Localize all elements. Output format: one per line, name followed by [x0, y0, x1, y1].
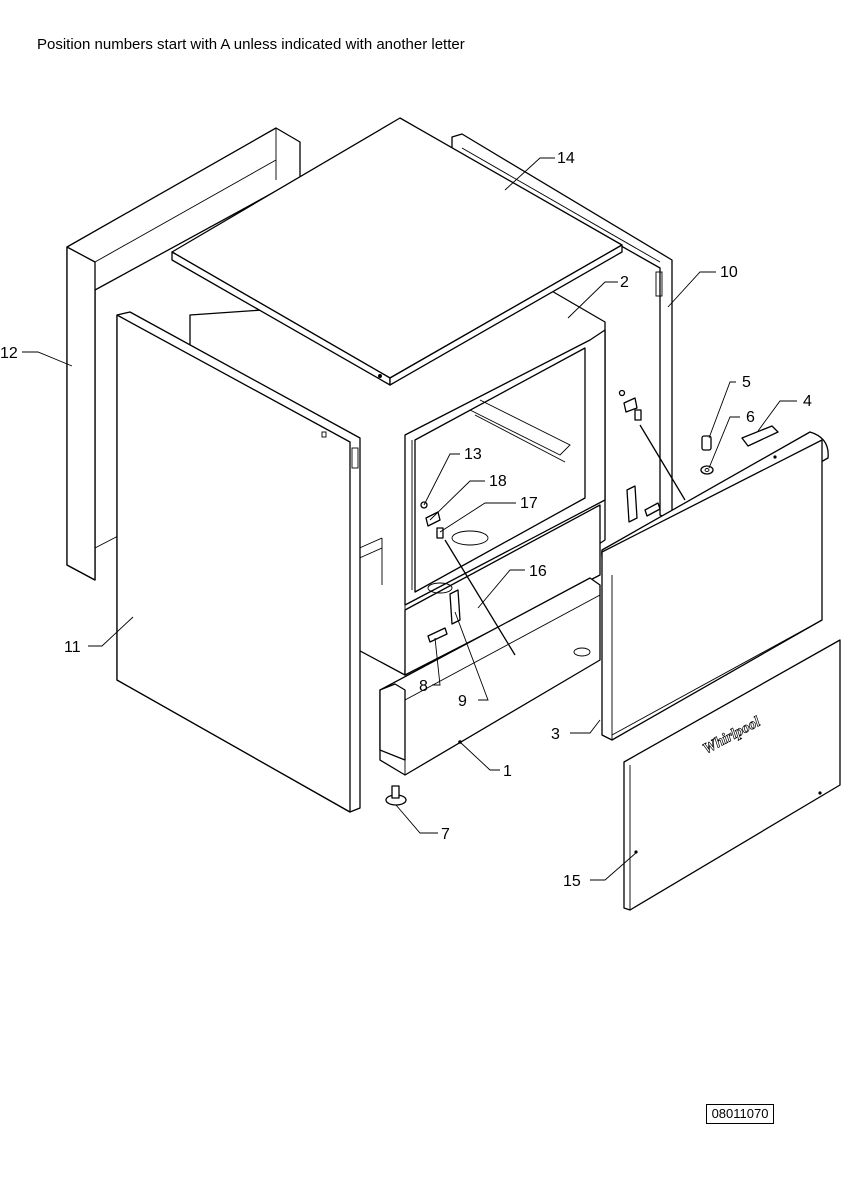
callout-6: 6 [746, 409, 755, 426]
callout-13: 13 [464, 446, 482, 463]
callout-15: 15 [563, 873, 581, 890]
drawing-number: 08011070 [706, 1104, 774, 1124]
callout-14: 14 [557, 150, 575, 167]
header-note: Position numbers start with A unless ind… [37, 36, 465, 53]
callout-16: 16 [529, 563, 547, 580]
callout-12: 12 [0, 345, 18, 362]
callouts: 14 2 10 12 11 3 4 5 6 7 1 15 13 18 17 16… [0, 150, 812, 890]
part-11-left-front-panel [116, 311, 361, 813]
hardware-parts [385, 389, 779, 806]
callout-3: 3 [551, 726, 560, 743]
part-14-top-panel [171, 117, 623, 386]
callout-8: 8 [419, 678, 428, 695]
callout-2: 2 [620, 274, 629, 291]
part-12-left-side-panel [66, 127, 301, 581]
callout-9: 9 [458, 693, 467, 710]
callout-4: 4 [803, 393, 812, 410]
callout-1: 1 [503, 763, 512, 780]
callout-10: 10 [720, 264, 738, 281]
part-15-kick-plate: Whirlpool [623, 639, 841, 911]
callout-11: 11 [64, 639, 81, 656]
leader-lines [22, 157, 797, 881]
callout-7: 7 [441, 826, 450, 843]
callout-5: 5 [742, 374, 751, 391]
part-3-door [601, 431, 829, 741]
callout-17: 17 [520, 495, 538, 512]
callout-18: 18 [489, 473, 507, 490]
part-1-base [379, 577, 601, 776]
